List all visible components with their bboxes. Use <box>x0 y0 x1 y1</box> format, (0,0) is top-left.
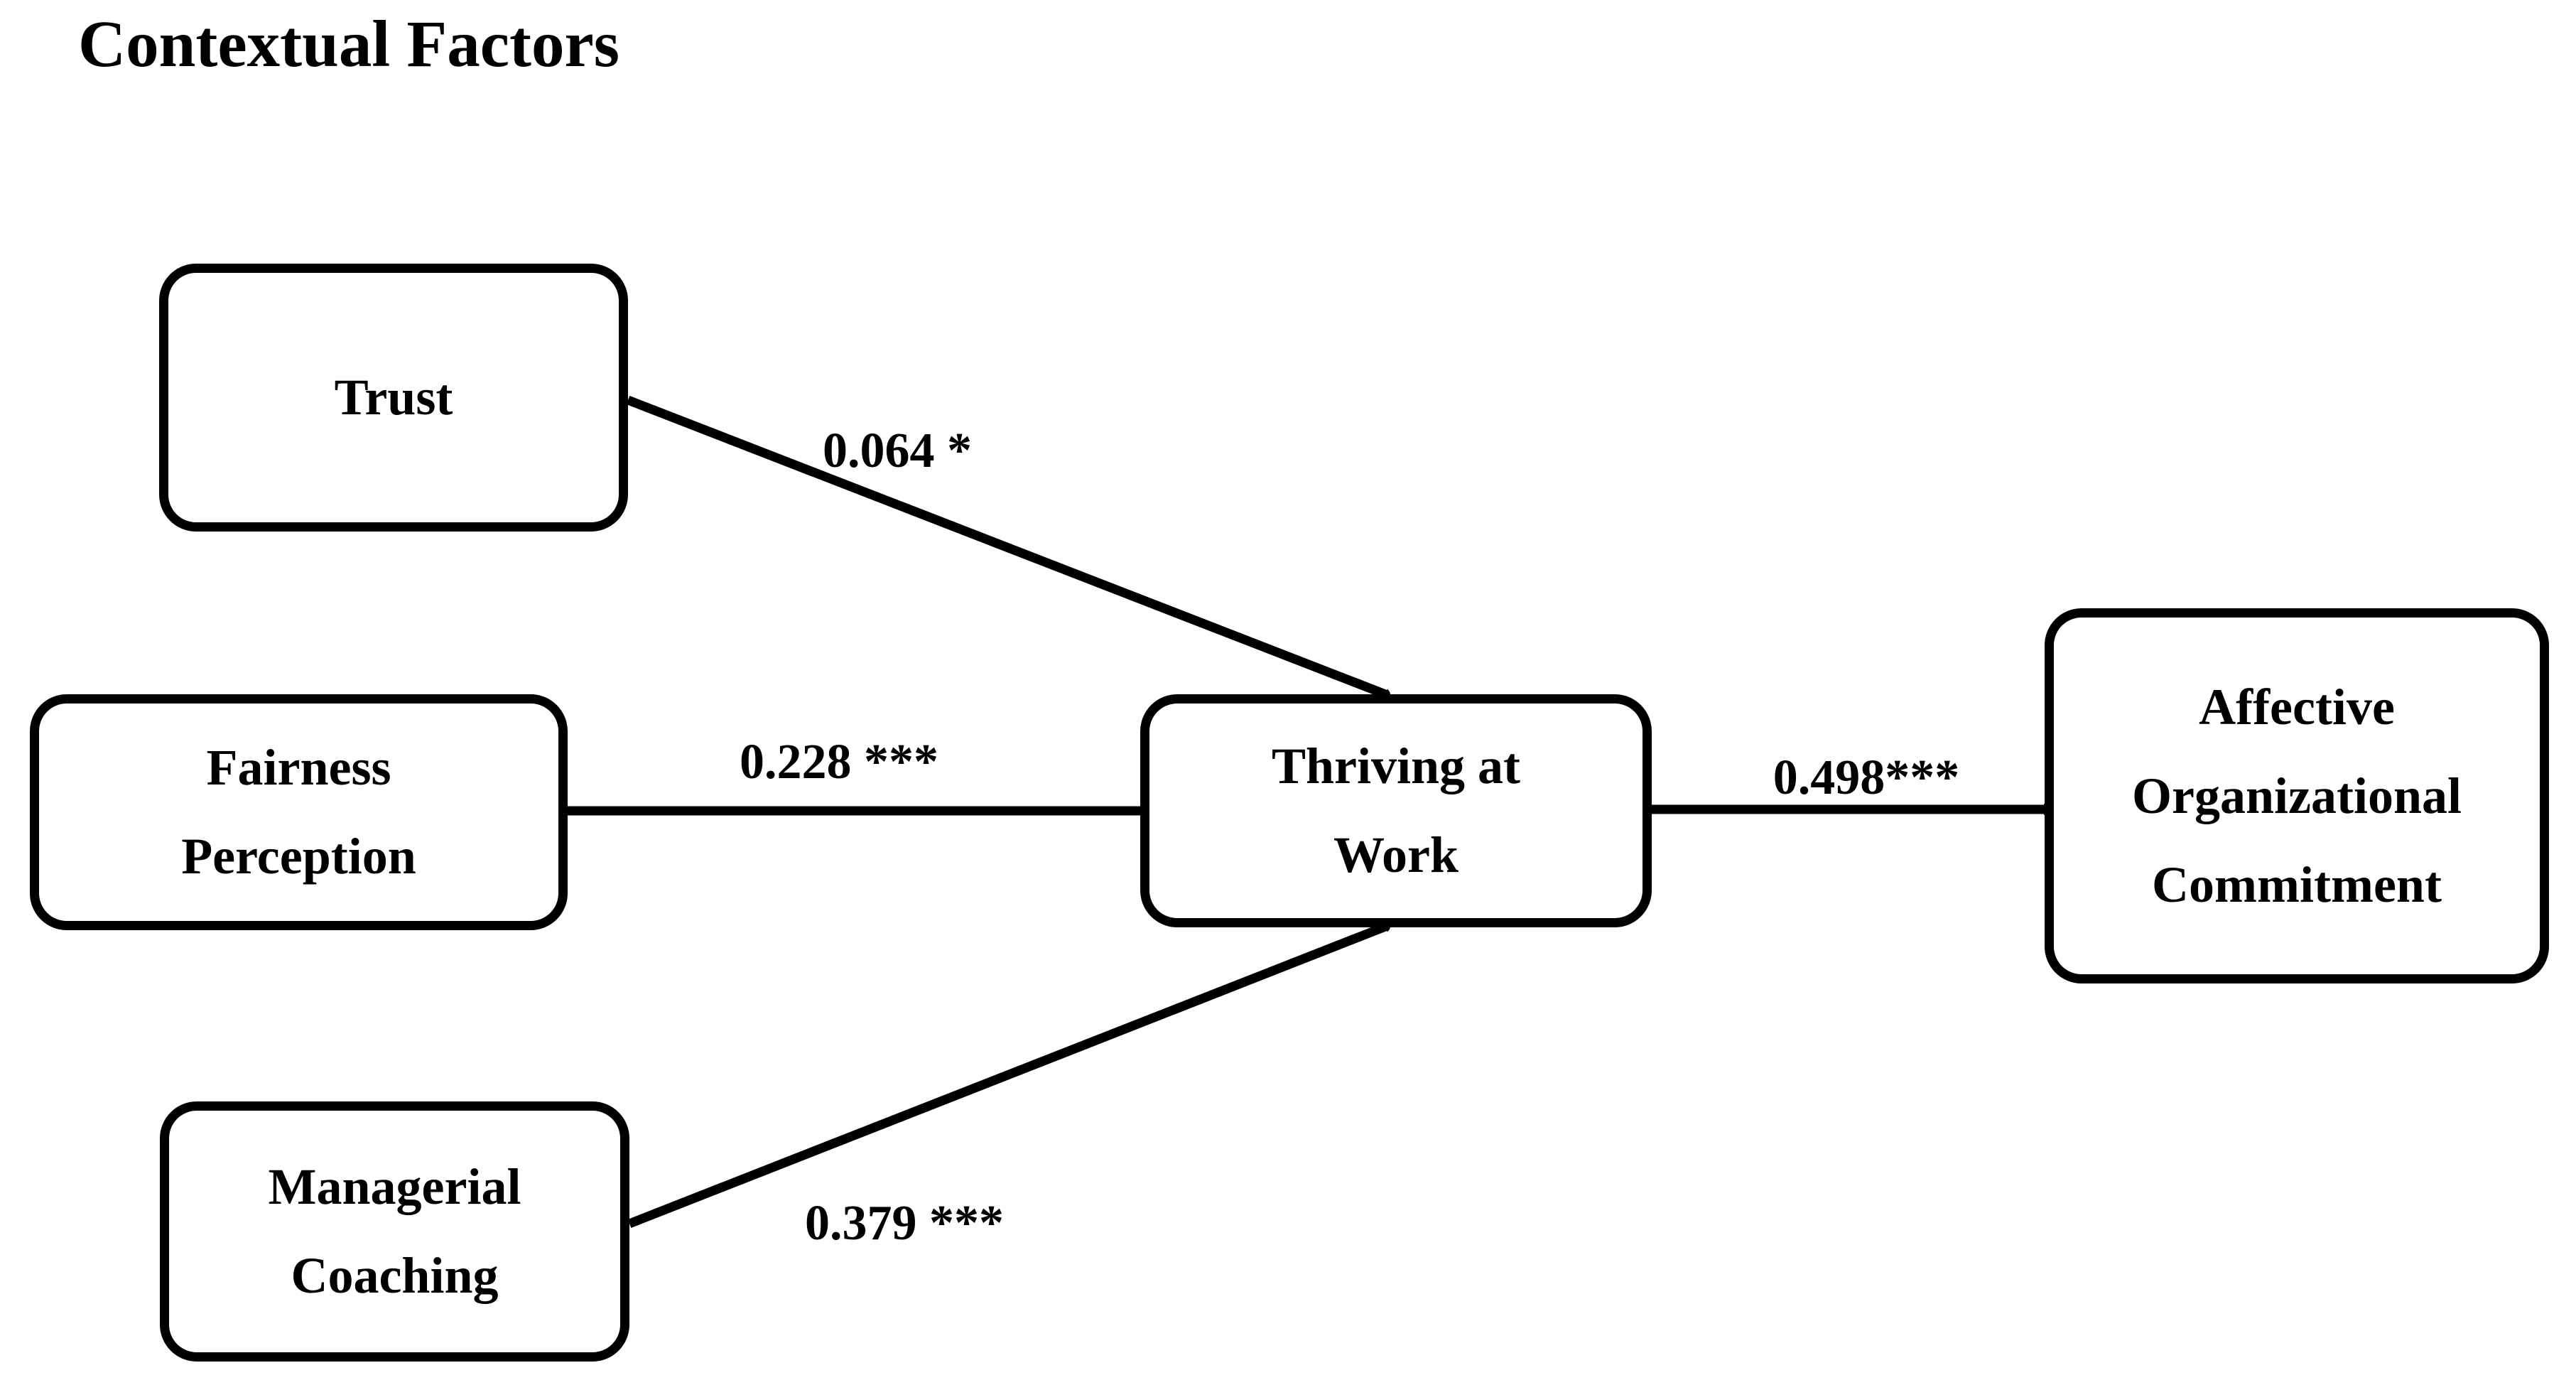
node-managerial-coaching-label-line1: Managerial <box>268 1158 521 1215</box>
node-affective-organizational-commitment: Affective Organizational Commitment <box>2045 608 2549 983</box>
node-fairness-perception: Fairness Perception <box>30 694 568 930</box>
edge-line-managerial-to-thriving <box>627 927 1385 1229</box>
edge-coefficient-managerial-to-thriving: 0.379 *** <box>805 1196 1004 1251</box>
node-managerial-coaching: Managerial Coaching <box>160 1101 629 1362</box>
node-trust-label: Trust <box>334 369 453 426</box>
node-fairness-perception-label-line1: Fairness <box>206 739 391 796</box>
edge-line-trust-to-thriving <box>626 395 1385 694</box>
node-thriving-at-work: Thriving at Work <box>1140 694 1652 927</box>
node-affective-label-line2: Organizational <box>2132 767 2462 824</box>
edge-coefficient-fairness-to-thriving: 0.228 *** <box>740 735 938 789</box>
node-thriving-at-work-label-line1: Thriving at <box>1271 738 1521 794</box>
edge-coefficient-trust-to-thriving: 0.064 * <box>823 424 972 478</box>
node-thriving-at-work-label-line2: Work <box>1333 826 1459 883</box>
figure-title: Contextual Factors <box>78 8 619 81</box>
node-affective-label-line1: Affective <box>2199 678 2395 735</box>
node-trust: Trust <box>159 264 628 532</box>
edge-coefficient-thriving-to-affective: 0.498*** <box>1773 750 1960 805</box>
node-affective-label-line3: Commitment <box>2152 856 2442 913</box>
node-managerial-coaching-label-line2: Coaching <box>291 1247 499 1304</box>
node-fairness-perception-label-line2: Perception <box>181 828 416 885</box>
